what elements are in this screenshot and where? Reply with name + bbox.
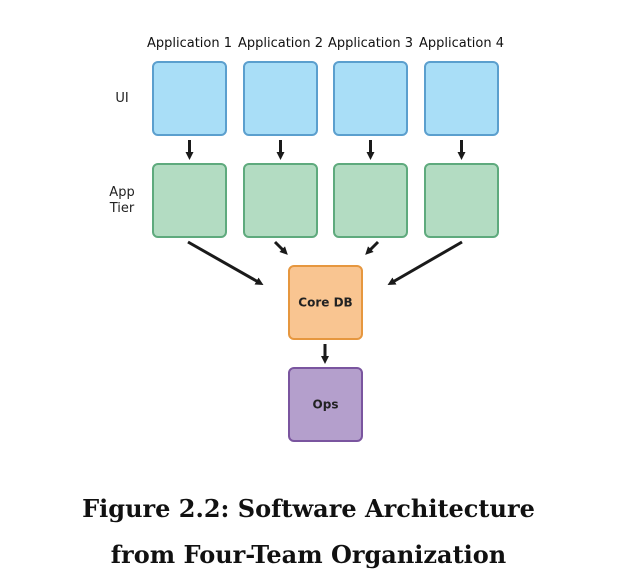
application-label-4: Application 4 <box>419 36 504 51</box>
application-label-2: Application 2 <box>238 36 323 51</box>
ui-box-4 <box>424 61 499 136</box>
ops-box <box>288 367 363 442</box>
core-db-label: Core DB <box>298 296 352 310</box>
arrows-layer <box>185 140 466 364</box>
app-tier-box-3 <box>333 163 408 238</box>
ops-label: Ops <box>313 398 339 412</box>
ui-box-1 <box>152 61 227 136</box>
core-db-box <box>288 265 363 340</box>
architecture-diagram: Application 1 Application 2 Application 3 A… <box>109 36 504 442</box>
app-tier-box-2 <box>243 163 318 238</box>
arrow-tier-1-to-db <box>187 240 264 285</box>
row-label-app-tier-2: Tier <box>109 201 135 216</box>
application-label-3: Application 3 <box>328 36 413 51</box>
labels-layer: Application 1 Application 2 Application 3 A… <box>109 36 504 216</box>
figure-caption-line-2: from Four-Team Organization <box>110 540 507 569</box>
figure-caption-line-1: Figure 2.2: Software Architecture <box>82 494 535 523</box>
arrow-tier-3-to-db <box>365 240 380 255</box>
application-label-1: Application 1 <box>147 36 232 51</box>
app-tier-box-1 <box>152 163 227 238</box>
row-label-ui: UI <box>115 91 128 106</box>
arrow-tier-4-to-db <box>387 240 463 286</box>
ui-box-2 <box>243 61 318 136</box>
row-label-app-tier-1: App <box>109 185 134 200</box>
boxes-layer: Core DB Ops <box>152 61 499 442</box>
app-tier-box-4 <box>424 163 499 238</box>
arrow-tier-2-to-db <box>273 240 288 255</box>
ui-box-3 <box>333 61 408 136</box>
